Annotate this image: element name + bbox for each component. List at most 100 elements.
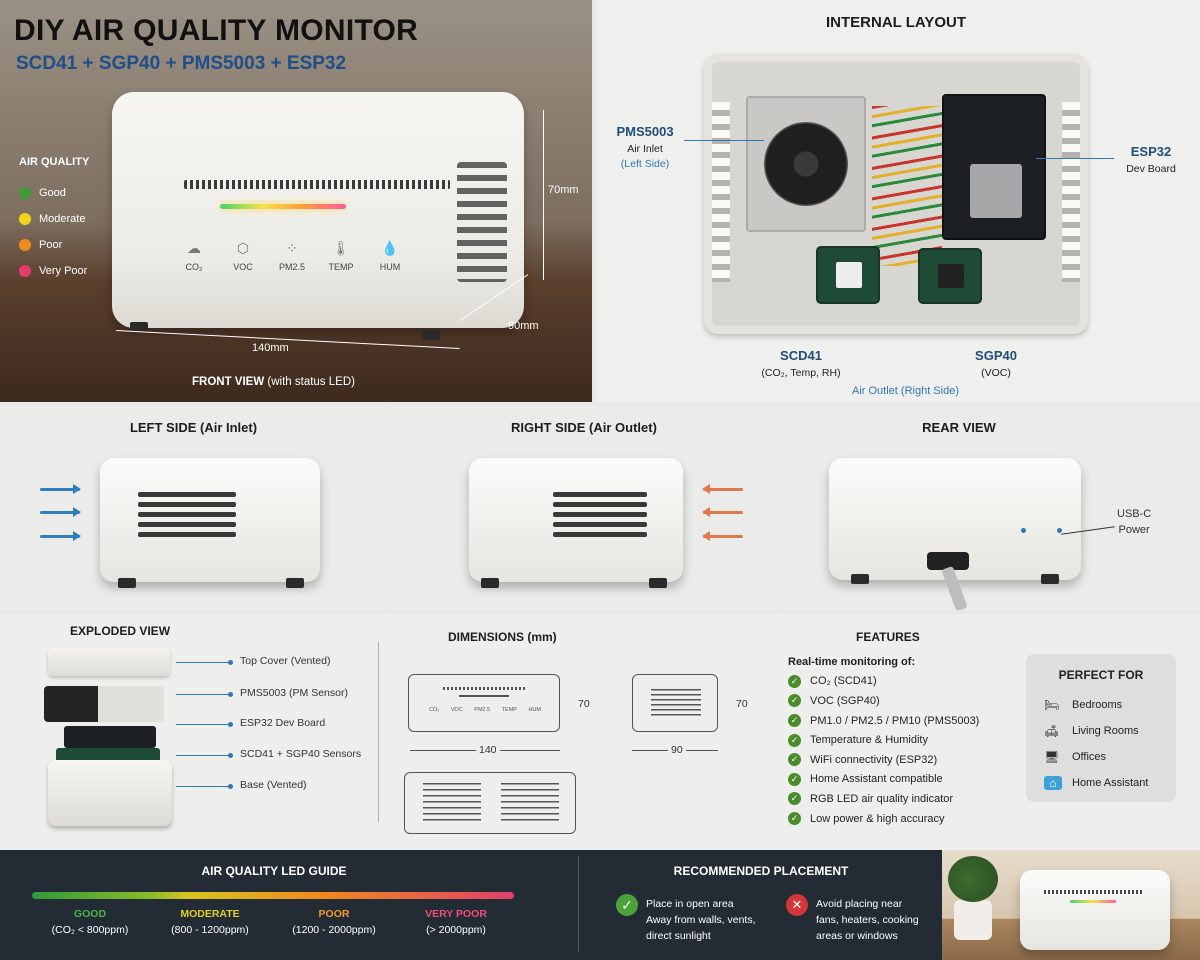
check-icon: ✓ xyxy=(788,772,801,786)
perfect-label: Living Rooms xyxy=(1072,725,1139,737)
led-level-name: GOOD xyxy=(73,908,107,920)
front-view-caption: FRONT VIEW (with status LED) xyxy=(192,376,355,388)
placement-title: RECOMMENDED PLACEMENT xyxy=(673,864,849,878)
feature-label: PM1.0 / PM2.5 / PM10 (PMS5003) xyxy=(810,714,980,727)
top-grille xyxy=(184,180,450,189)
perfect-item: 🛏Bedrooms xyxy=(1044,692,1158,718)
legend-item: Very Poor xyxy=(19,258,89,284)
bad-placement-line: Avoid placing near xyxy=(816,898,903,910)
usb-pointer-dot xyxy=(1057,528,1062,533)
foot xyxy=(481,578,499,588)
feature-item: ✓Home Assistant compatible xyxy=(788,770,979,790)
esp32-chip xyxy=(970,164,1022,218)
divider xyxy=(378,642,379,822)
feature-label: Low power & high accuracy xyxy=(810,812,945,825)
bar-divider xyxy=(578,856,579,952)
plant-leaves xyxy=(948,856,998,902)
check-icon: ✓ xyxy=(788,674,801,688)
legend-label: Good xyxy=(39,187,66,199)
pms-leader xyxy=(684,140,764,141)
front-width: 140 xyxy=(476,744,500,756)
foot xyxy=(118,578,136,588)
check-icon: ✓ xyxy=(788,792,801,806)
exploded-leader xyxy=(176,786,230,787)
scd-name: SCD41 xyxy=(780,348,822,363)
outlet-arrow xyxy=(702,531,743,541)
mini-sensor-label: VOC xyxy=(450,707,463,713)
right-side-panel: RIGHT SIDE (Air Outlet) xyxy=(391,406,777,610)
legend-label: Poor xyxy=(39,239,63,251)
pms-name: PMS5003 xyxy=(616,124,674,139)
legend-item: Good xyxy=(19,180,89,206)
feature-item: ✓ CO₂ (SCD41) xyxy=(788,672,979,692)
perfect-item: 🖥Offices xyxy=(1044,744,1158,770)
right-side-device xyxy=(469,458,683,582)
legend-label: Moderate xyxy=(39,213,86,225)
legend-color-dot xyxy=(19,265,31,277)
check-icon: ✓ xyxy=(788,714,801,728)
feature-label: VOC (SGP40) xyxy=(810,694,880,707)
feature-label: CO₂ (SCD41) xyxy=(810,675,877,688)
check-icon: ✓ xyxy=(788,812,801,826)
exploded-label: Base (Vented) xyxy=(240,779,307,791)
exploded-leader-dot xyxy=(228,692,233,697)
pms5003-module xyxy=(746,96,866,232)
esp-leader xyxy=(1036,158,1114,159)
internal-title: INTERNAL LAYOUT xyxy=(825,14,966,31)
left-side-device xyxy=(100,458,320,582)
photo-device xyxy=(1020,870,1170,950)
outlet-slots xyxy=(553,492,647,537)
led-level: POOR(1200 - 2000ppm) xyxy=(274,908,394,936)
exploded-leader xyxy=(176,662,230,663)
bottom-bar: AIR QUALITY LED GUIDE GOOD(CO₂ < 800ppm)… xyxy=(0,850,942,960)
mini-sensor-label: HUM xyxy=(528,707,541,713)
droplet-icon: 💧 xyxy=(381,240,399,256)
good-placement-line: direct sunlight xyxy=(646,930,711,942)
sgp-callout: SGP40 (VOC) xyxy=(954,348,1038,379)
sensor-label: TEMP xyxy=(328,262,354,272)
side-height: 70 xyxy=(736,698,748,710)
legend-label: Very Poor xyxy=(39,265,88,277)
features-list: Real-time monitoring of: ✓CO₂ (SCD41)✓VO… xyxy=(788,652,979,828)
led-level-range: (CO₂ < 800ppm) xyxy=(51,924,129,936)
sensor-indicator: ☁CO₂ xyxy=(174,240,214,286)
feature-item: ✓Temperature & Humidity xyxy=(788,730,979,750)
features-title: FEATURES xyxy=(856,630,920,644)
perfect-title: PERFECT FOR xyxy=(1058,668,1144,682)
front-height: 70 xyxy=(578,698,590,710)
bad-placement-icon: ✕ xyxy=(786,894,808,916)
foot xyxy=(286,578,304,588)
esp-part xyxy=(64,726,156,748)
foot xyxy=(851,574,869,584)
enclosure xyxy=(704,54,1088,334)
led-level-name: POOR xyxy=(318,908,350,920)
legend-title: AIR QUALITY xyxy=(19,156,90,168)
usb-pointer-dot xyxy=(1021,528,1026,533)
mini-sensor-label: TEMP xyxy=(501,707,517,713)
outlet-arrow xyxy=(702,484,743,494)
sgp40-board xyxy=(918,248,982,304)
sensor-label: PM2.5 xyxy=(278,262,305,272)
left-side-title: LEFT SIDE (Air Inlet) xyxy=(129,420,258,435)
sgp-sub: (VOC) xyxy=(981,367,1011,379)
photo-grille xyxy=(1044,890,1144,894)
feature-item: ✓VOC (SGP40) xyxy=(788,691,979,711)
exploded-label: Top Cover (Vented) xyxy=(240,655,331,667)
usb-label: USB-C Power xyxy=(1117,506,1151,538)
pms-sub1: Air Inlet xyxy=(627,143,663,155)
scd-callout: SCD41 (CO₂, Temp, RH) xyxy=(746,348,856,379)
device-front: ☁CO₂⬡VOC⁘PM2.5🌡TEMP💧HUM xyxy=(112,92,524,328)
sofa-icon: 🛋 xyxy=(1044,724,1060,738)
good-placement-icon: ✓ xyxy=(616,894,638,916)
esp32-board xyxy=(942,94,1046,240)
feature-item: ✓ Low power & high accuracy xyxy=(788,809,979,829)
led-level-range: (800 - 1200ppm) xyxy=(171,924,249,936)
perfect-label: Bedrooms xyxy=(1072,699,1123,711)
feature-item: ✓ PM1.0 / PM2.5 / PM10 (PMS5003) xyxy=(788,711,979,731)
pms-callout: PMS5003 Air Inlet (Left Side) xyxy=(610,124,680,170)
usb-line2: Power xyxy=(1118,524,1150,536)
legend-color-dot xyxy=(19,239,31,251)
sensor-label: HUM xyxy=(379,262,401,272)
